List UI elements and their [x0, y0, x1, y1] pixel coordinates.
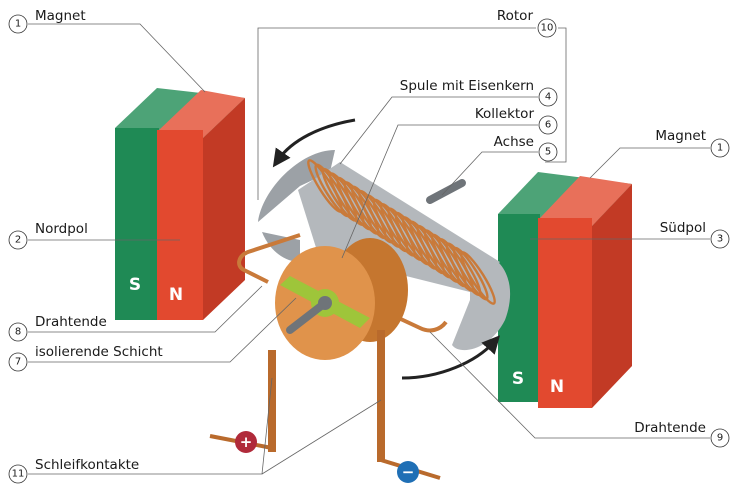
core-right-flange [452, 251, 511, 351]
magnet-right: S N [498, 172, 632, 408]
svg-text:Spule mit Eisenkern: Spule mit Eisenkern [400, 78, 534, 94]
label-isolierende-schicht: 7 isolierende Schicht [8, 344, 163, 372]
rotation-arrow-bottom [401, 335, 501, 380]
label-magnet-left: 1 Magnet [8, 8, 86, 34]
svg-text:Magnet: Magnet [655, 128, 706, 144]
rotation-arrow-top [272, 118, 356, 168]
magnet-right-n-label: N [550, 377, 564, 397]
svg-text:Magnet: Magnet [35, 8, 86, 24]
svg-text:Kollektor: Kollektor [475, 106, 535, 122]
axle-front [286, 299, 329, 334]
svg-text:Rotor: Rotor [497, 8, 534, 24]
magnet-right-north-face [538, 218, 592, 408]
coil-turn [460, 251, 496, 305]
magnet-left: S N [115, 88, 245, 320]
svg-text:Nordpol: Nordpol [35, 221, 88, 237]
svg-text:Achse: Achse [494, 134, 534, 150]
minus-terminal-label: − [402, 463, 415, 481]
svg-text:1: 1 [717, 143, 723, 154]
magnet-left-s-label: S [129, 275, 141, 295]
svg-text:9: 9 [717, 433, 723, 444]
svg-text:4: 4 [545, 92, 551, 103]
svg-text:6: 6 [545, 120, 551, 131]
label-drahtende-left: 8 Drahtende [8, 314, 107, 342]
svg-text:11: 11 [12, 469, 25, 480]
magnet-right-s-label: S [512, 369, 524, 389]
magnet-right-side [592, 184, 632, 408]
brush-right [377, 330, 385, 462]
svg-text:10: 10 [541, 23, 554, 34]
svg-text:Drahtende: Drahtende [634, 420, 706, 436]
magnet-left-side [203, 98, 245, 320]
magnet-left-north-face [157, 130, 203, 320]
collector [275, 238, 408, 360]
magnet-left-south-face [115, 128, 159, 320]
magnet-right-top-red [540, 176, 632, 226]
svg-text:1: 1 [15, 19, 21, 30]
coil-windings [307, 159, 496, 305]
label-drahtende-right: 9 Drahtende [634, 420, 730, 448]
svg-text:2: 2 [15, 235, 21, 246]
label-rotor: 10 Rotor [497, 8, 557, 38]
svg-text:Schleifkontakte: Schleifkontakte [35, 457, 139, 473]
label-achse: 5 Achse [494, 134, 558, 162]
svg-text:5: 5 [545, 147, 551, 158]
svg-text:Südpol: Südpol [660, 220, 706, 236]
svg-text:7: 7 [15, 357, 21, 368]
magnet-left-top-red [159, 90, 245, 138]
minus-terminal [397, 461, 419, 483]
svg-text:isolierende Schicht: isolierende Schicht [35, 344, 163, 360]
brush-left [268, 350, 276, 452]
label-suedpol: 3 Südpol [660, 220, 730, 249]
label-nordpol: 2 Nordpol [8, 221, 88, 250]
svg-text:3: 3 [717, 234, 723, 245]
wire-end-right [359, 298, 448, 333]
label-kollektor: 6 Kollektor [475, 106, 558, 135]
plus-terminal-label: + [240, 433, 253, 451]
leader-lines [28, 23, 710, 475]
axle-rear [426, 179, 466, 204]
plus-terminal [235, 431, 257, 453]
svg-text:Drahtende: Drahtende [35, 314, 107, 330]
wire-end-left [237, 233, 301, 284]
label-magnet-right: 1 Magnet [655, 128, 730, 158]
svg-text:8: 8 [15, 327, 21, 338]
label-schleifkontakte: 11 Schleifkontakte [8, 457, 139, 484]
sliding-contacts: + − [209, 330, 441, 483]
label-spule: 4 Spule mit Eisenkern [400, 78, 558, 107]
magnet-left-n-label: N [169, 285, 183, 305]
